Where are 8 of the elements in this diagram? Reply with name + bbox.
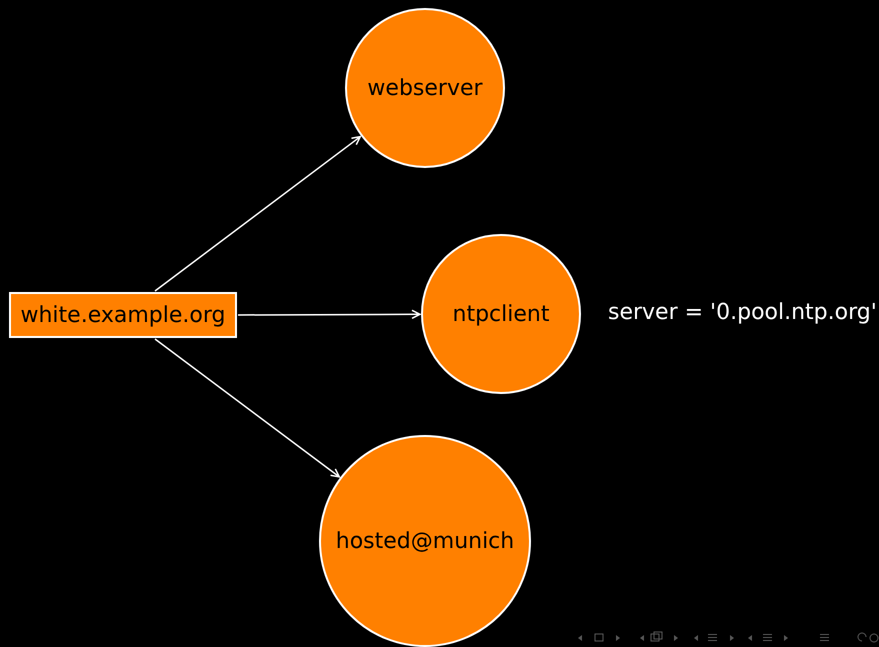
host-circle: webserver [345, 8, 505, 168]
host-circle: ntpclient [421, 234, 581, 394]
arrow [154, 338, 340, 478]
host-circle: hosted@munich [319, 435, 531, 647]
host-box: white.example.org [9, 292, 237, 338]
config-note: server = '0.pool.ntp.org' [608, 300, 877, 325]
arrow [238, 310, 421, 320]
arrow [154, 136, 361, 292]
